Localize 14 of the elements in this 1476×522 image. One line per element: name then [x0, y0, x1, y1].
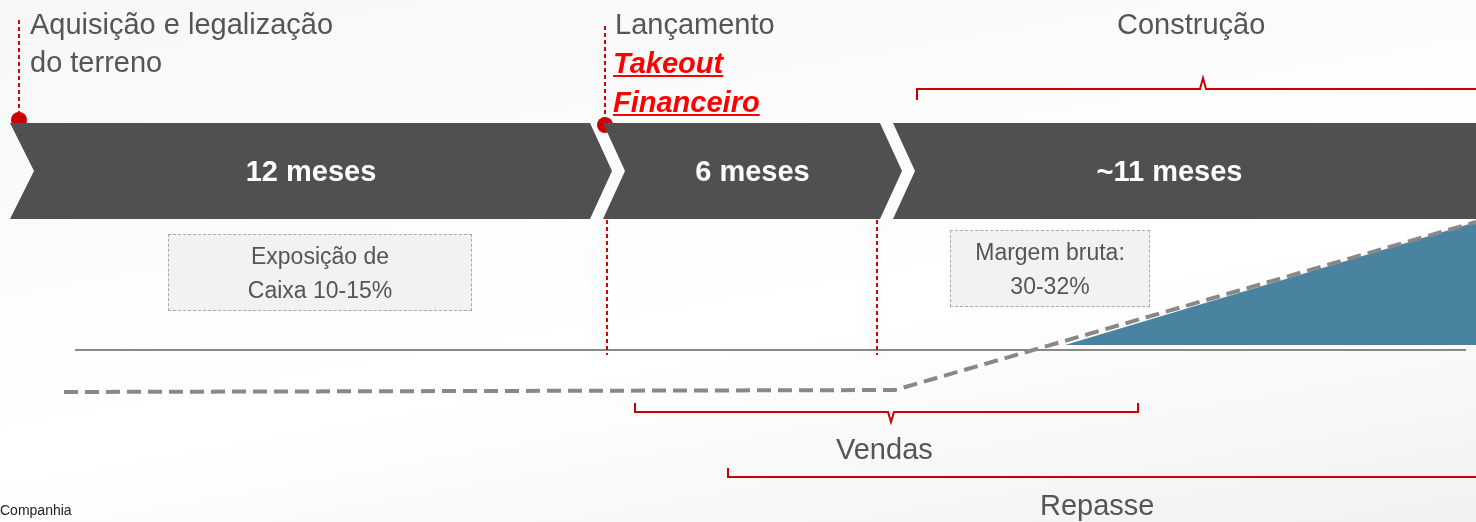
phase-label: Repasse [1040, 488, 1156, 522]
phase-label: Vendas [836, 432, 934, 467]
milestone-label: Aquisição e legalização do terreno [30, 7, 335, 80]
callout-box: Margem bruta: 30-32% [950, 230, 1150, 307]
timeline-phase [893, 123, 1476, 219]
duration-label: 6 meses [694, 154, 811, 188]
source-note: Companhia [0, 501, 73, 520]
milestone-label: Lançamento [615, 7, 776, 42]
callout-box: Exposição de Caixa 10-15% [168, 234, 472, 311]
duration-label: 12 meses [244, 154, 378, 188]
duration-label: ~11 meses [1095, 154, 1244, 188]
milestone-note: Takeout Financeiro [613, 46, 761, 120]
timeline-phase [603, 123, 902, 219]
phase-label: Construção [1117, 7, 1267, 42]
